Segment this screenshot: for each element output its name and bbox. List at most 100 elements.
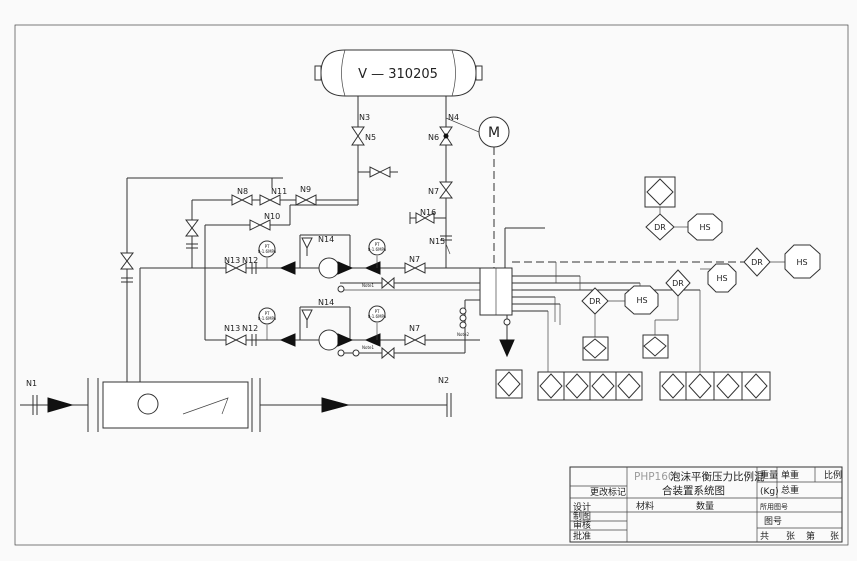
svg-text:HS: HS [699, 223, 710, 232]
svg-text:DR: DR [672, 279, 684, 288]
pressure-gauge-1: PT 0-1.6MPa [258, 240, 277, 268]
flowmeter-note2: Note2 [457, 307, 469, 337]
label-quantity: 数量 [696, 500, 714, 512]
valve-n5 [351, 126, 365, 146]
valve-left-2 [120, 252, 134, 270]
dr-hs-group-mid: DR HS [665, 263, 737, 320]
dr-hs-group-low: DR HS [581, 285, 659, 337]
flow-arrow-icon [321, 397, 350, 413]
pressure-gauge-4: PT 0-1.6MPa [368, 305, 387, 340]
label-review: 审核 [573, 519, 591, 531]
nozzle-n14-lower: N14 [318, 298, 334, 307]
local-panel-1 [582, 336, 609, 361]
valve-n9 [295, 194, 317, 206]
nozzle-n14-upper: N14 [318, 235, 334, 244]
flow-arrow-icon [364, 333, 381, 347]
valve-left-1 [185, 219, 199, 237]
small-valves [381, 276, 395, 360]
flow-arrow-icon [364, 261, 381, 275]
nozzle-n13-lower: N13 [224, 324, 240, 333]
proportioner-body [87, 378, 261, 432]
revision-mark: 更改标记 [590, 486, 626, 498]
note1-label-upper: Note1 [362, 283, 374, 288]
title-line-2: 合装置系统图 [662, 484, 725, 497]
nozzle-n11: N11 [271, 187, 287, 196]
flow-arrow-icon [279, 333, 296, 347]
label-drawing-no: 图号 [764, 516, 782, 527]
foam-vessel: V — 310205 [314, 49, 483, 97]
svg-text:PT: PT [375, 242, 380, 247]
svg-text:PT: PT [265, 311, 270, 316]
valve-n7-low [404, 334, 426, 346]
label-sheet-no: 第 [806, 530, 815, 542]
label-approve: 批准 [573, 530, 591, 542]
n15-spool [440, 235, 452, 255]
svg-text:Note2: Note2 [457, 332, 469, 337]
title-line-1: 泡沫平衡压力比例混 [670, 470, 765, 483]
title-code: PHP160 [634, 471, 675, 483]
svg-text:PT: PT [375, 309, 380, 314]
valve-n16 [409, 212, 435, 224]
flow-arrow-icon [499, 339, 515, 358]
nozzle-n7-low: N7 [409, 324, 420, 333]
nozzle-n16: N16 [420, 208, 436, 217]
nozzle-n3: N3 [359, 113, 370, 122]
valve-n13-upper [225, 262, 257, 274]
svg-text:DR: DR [751, 258, 763, 267]
label-scale: 比例 [824, 469, 842, 481]
nozzle-n7-upper: N7 [428, 187, 439, 196]
drawing-border [14, 24, 849, 546]
pressure-gauge-3: PT 0-1.6MPa [258, 307, 277, 340]
nozzle-n12-upper: N12 [242, 256, 258, 265]
pump-upper [318, 257, 354, 279]
svg-text:0-1.6MPa: 0-1.6MPa [258, 316, 277, 321]
note1-label-lower: Note1 [362, 345, 374, 350]
control-box [479, 227, 700, 358]
motor-symbol: M [488, 125, 500, 141]
label-weight-unit: (Kg) [760, 487, 779, 497]
valve-n8 [231, 194, 253, 206]
nozzle-n5: N5 [365, 133, 376, 142]
nozzle-n9: N9 [300, 185, 311, 194]
valve-n6 [439, 126, 453, 146]
nozzle-n13-upper: N13 [224, 256, 240, 265]
nozzle-n4: N4 [448, 113, 459, 122]
title-block: PHP160 泡沫平衡压力比例混 合装置系统图 更改标记 设计 制图 审核 批准… [569, 466, 843, 543]
label-total-weight: 总重 [781, 484, 799, 496]
nozzle-n2: N2 [438, 376, 449, 385]
valve-n13-lower [225, 334, 257, 346]
nozzle-n15: N15 [429, 237, 445, 246]
vent-valve [369, 166, 391, 178]
svg-text:0-1.6MPa: 0-1.6MPa [368, 247, 387, 252]
inlet-flange [32, 395, 74, 415]
valve-n7-upper [439, 181, 453, 199]
valve-n11 [259, 194, 281, 206]
nozzle-n10: N10 [264, 212, 280, 221]
nozzle-n1: N1 [26, 379, 37, 388]
label-unit-weight: 单重 [781, 469, 799, 481]
outlet-flange [446, 393, 452, 417]
nozzle-n8: N8 [237, 187, 248, 196]
label-sheets: 张 [786, 531, 795, 542]
label-total: 共 [760, 531, 769, 542]
label-sheet-suffix: 张 [830, 531, 839, 542]
nozzle-n7-mid: N7 [409, 255, 420, 264]
pressure-gauge-2: PT 0-1.6MPa [368, 238, 387, 268]
nozzle-n12-lower: N12 [242, 324, 258, 333]
label-design: 设计 [573, 501, 591, 513]
flow-arrow-icon [279, 261, 296, 275]
relief-valve-n14-upper [301, 237, 313, 256]
label-weight: 重量 [760, 469, 778, 481]
cabinet-row-right [659, 371, 771, 401]
svg-text:0-1.6MPa: 0-1.6MPa [368, 314, 387, 319]
label-drafting: 制图 [573, 510, 591, 522]
dr-hs-group-top: DR HS [644, 176, 723, 241]
motor: M [478, 116, 510, 268]
valve-n7-mid [404, 262, 426, 274]
flow-arrow-icon [47, 397, 74, 413]
svg-text:DR: DR [654, 223, 666, 232]
dr-hs-group-right: DR HS [743, 244, 821, 279]
svg-text:HS: HS [636, 296, 647, 305]
